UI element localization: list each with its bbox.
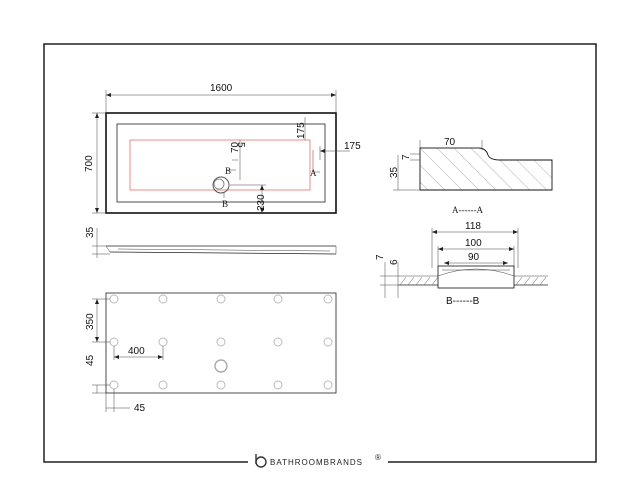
dim-waste-offset-y: 70 <box>230 141 241 153</box>
section-b-marker-top: B <box>225 166 231 176</box>
dim-section-bb-118: 118 <box>465 221 481 232</box>
section-bb-waste <box>437 265 515 289</box>
section-a-marker: A <box>310 168 317 178</box>
tray-slope-outline <box>129 139 311 191</box>
section-aa: 70 7 35 A------A <box>389 137 553 215</box>
drawing-frame <box>43 43 597 463</box>
dim-section-bb-6: 6 <box>389 259 400 265</box>
brand-name: BATHROOMBRANDS <box>270 458 363 467</box>
dim-waste-offset-x: 230 <box>256 194 267 211</box>
bathroombrands-logo-icon <box>255 454 267 468</box>
dim-section-aa-height: 35 <box>389 166 400 178</box>
dim-edge-175-vertical: 175 <box>296 122 307 139</box>
tray-outline <box>105 112 337 214</box>
section-aa-caption: A------A <box>452 205 483 215</box>
dim-tray-height: 35 <box>85 226 96 238</box>
section-bb-caption: B------B <box>446 296 480 307</box>
dim-leg-spacing-y: 350 <box>85 313 96 330</box>
underside-outline <box>105 292 337 394</box>
brand-footer: BATHROOMBRANDS ® <box>248 452 388 472</box>
tray-inner-outline <box>116 123 326 203</box>
underside-view: 350 400 45 45 <box>85 292 337 414</box>
dim-waste-small: 5 <box>235 142 246 148</box>
dim-section-bb-90: 90 <box>468 252 480 263</box>
waste-outlet <box>212 176 230 194</box>
section-aa-profile <box>419 147 553 191</box>
dim-overall-width: 700 <box>84 155 95 172</box>
brand-trademark: ® <box>375 453 382 462</box>
underside-waste <box>214 359 228 373</box>
dim-leg-edge-x: 45 <box>134 403 146 414</box>
section-bb: 118 100 90 7 6 B------B <box>375 221 548 307</box>
dim-section-aa-lip: 7 <box>401 154 412 160</box>
side-bottom-line <box>109 251 337 255</box>
section-b-marker-bottom: B <box>222 199 228 209</box>
side-view: 35 <box>85 226 337 258</box>
dim-leg-spacing-x: 400 <box>128 346 145 357</box>
dim-edge-175-horizontal: 175 <box>344 141 361 152</box>
plan-view: A B B 1600 700 70 5 230 175 <box>84 83 361 214</box>
waste-outlet-inner <box>213 178 225 190</box>
dim-section-bb-7: 7 <box>375 254 386 260</box>
dim-leg-edge-y: 45 <box>85 354 96 366</box>
dim-overall-length: 1600 <box>210 83 233 94</box>
dim-section-aa-width: 70 <box>444 137 456 148</box>
dim-section-bb-100: 100 <box>465 238 482 249</box>
